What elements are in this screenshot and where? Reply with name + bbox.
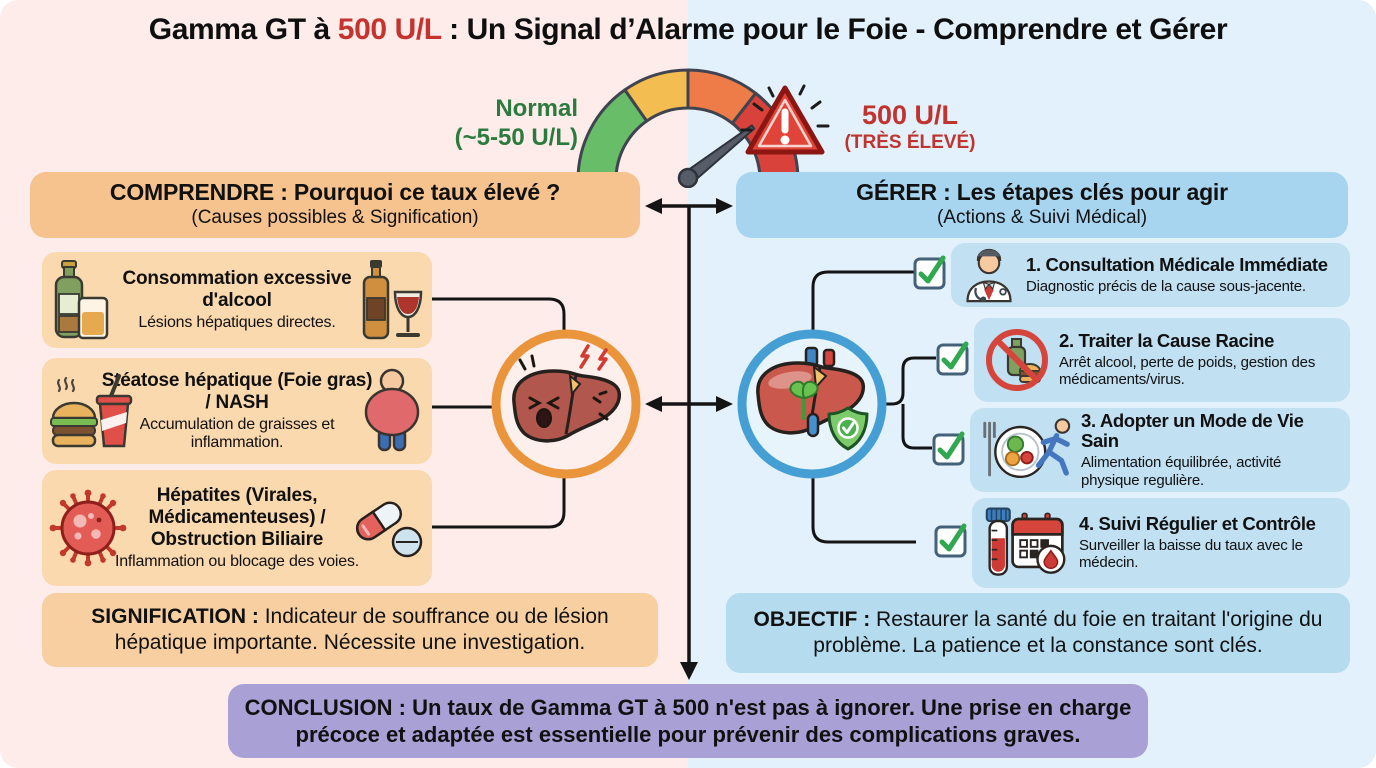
sick-liver-icon [512,344,622,443]
no-alcohol-icon [984,327,1050,393]
cause-title: Hépatites (Virales, Médicamenteuses) / O… [148,484,326,550]
page-title: Gamma GT à 500 U/L : Un Signal d’Alarme … [148,13,1228,46]
gauge-icon [560,62,816,188]
cause-alcohol: Consommation excessive d'alcool Lésions … [42,252,432,348]
step-desc: Diagnostic précis de la cause sous-jacen… [1026,277,1306,295]
cause-title: Stéatose hépatique (Foie gras) / NASH [101,369,373,413]
step-title: 2. Traiter la Cause Racine [1059,329,1275,351]
healthy-lifestyle-icon [980,414,1072,486]
step-consultation: 1. Consultation Médicale Immédiate Diagn… [951,243,1350,307]
step-suivi: 4. Suivi Régulier et Contrôle Surveiller… [972,498,1350,588]
whiskey-wine-icon [357,260,425,340]
comprendre-header: COMPRENDRE : Pourquoi ce taux élevé ? (C… [30,172,640,238]
step-desc: Arrêt alcool, perte de poids, gestion de… [1059,353,1316,389]
doctor-icon [961,247,1017,303]
cause-desc: Lésions hépatiques directes. [138,313,336,331]
wine-bottle-glass-icon [49,260,111,340]
fastfood-icon [49,370,133,452]
alarm-value-label: 500 U/L (TRÈS ÉLEVÉ) [844,100,976,153]
cause-desc: Accumulation de graisses et inflammation… [139,415,335,452]
normal-range-label: Normal (~5-50 U/L) [454,95,578,151]
checkbox-icon [911,253,949,291]
step-title: 3. Adopter un Mode de Vie Sain [1081,409,1304,452]
cause-desc: Inflammation ou blocage des voies. [114,552,359,570]
checkbox-icon [934,339,972,377]
objectif-note: OBJECTIF : Restaurer la santé du foie en… [726,593,1350,673]
checkbox-icon [930,429,968,467]
conclusion-banner: CONCLUSION : Un taux de Gamma GT à 500 n… [228,684,1148,758]
blood-test-calendar-icon [982,505,1070,581]
step-desc: Alimentation équilibrée, activité physiq… [1081,454,1282,489]
cause-hepatites: Hépatites (Virales, Médicamenteuses) / O… [42,470,432,586]
pills-icon [353,495,425,561]
healthy-liver-circle [737,329,887,479]
cause-steatose: Stéatose hépatique (Foie gras) / NASH Ac… [42,358,432,464]
healthy-liver-icon [756,346,869,451]
checkbox-icon [932,521,970,559]
sick-liver-circle [491,329,641,479]
obese-person-icon [359,368,425,454]
step-cause-racine: 2. Traiter la Cause Racine Arrêt alcool,… [974,318,1350,402]
warning-triangle-icon [740,78,830,166]
step-title: 4. Suivi Régulier et Contrôle [1079,512,1316,534]
virus-icon [49,489,127,567]
signification-note: SIGNIFICATION : Indicateur de souffrance… [42,593,658,667]
gerer-header: GÉRER : Les étapes clés pour agir (Actio… [736,172,1348,238]
alarm-value-highlight: 500 U/L [337,13,442,46]
step-desc: Surveiller la baisse du taux avec le méd… [1079,536,1303,572]
step-mode-de-vie: 3. Adopter un Mode de Vie Sain Alimentat… [970,408,1350,492]
step-title: 1. Consultation Médicale Immédiate [1026,253,1328,275]
cause-title: Consommation excessive d'alcool [122,267,352,311]
